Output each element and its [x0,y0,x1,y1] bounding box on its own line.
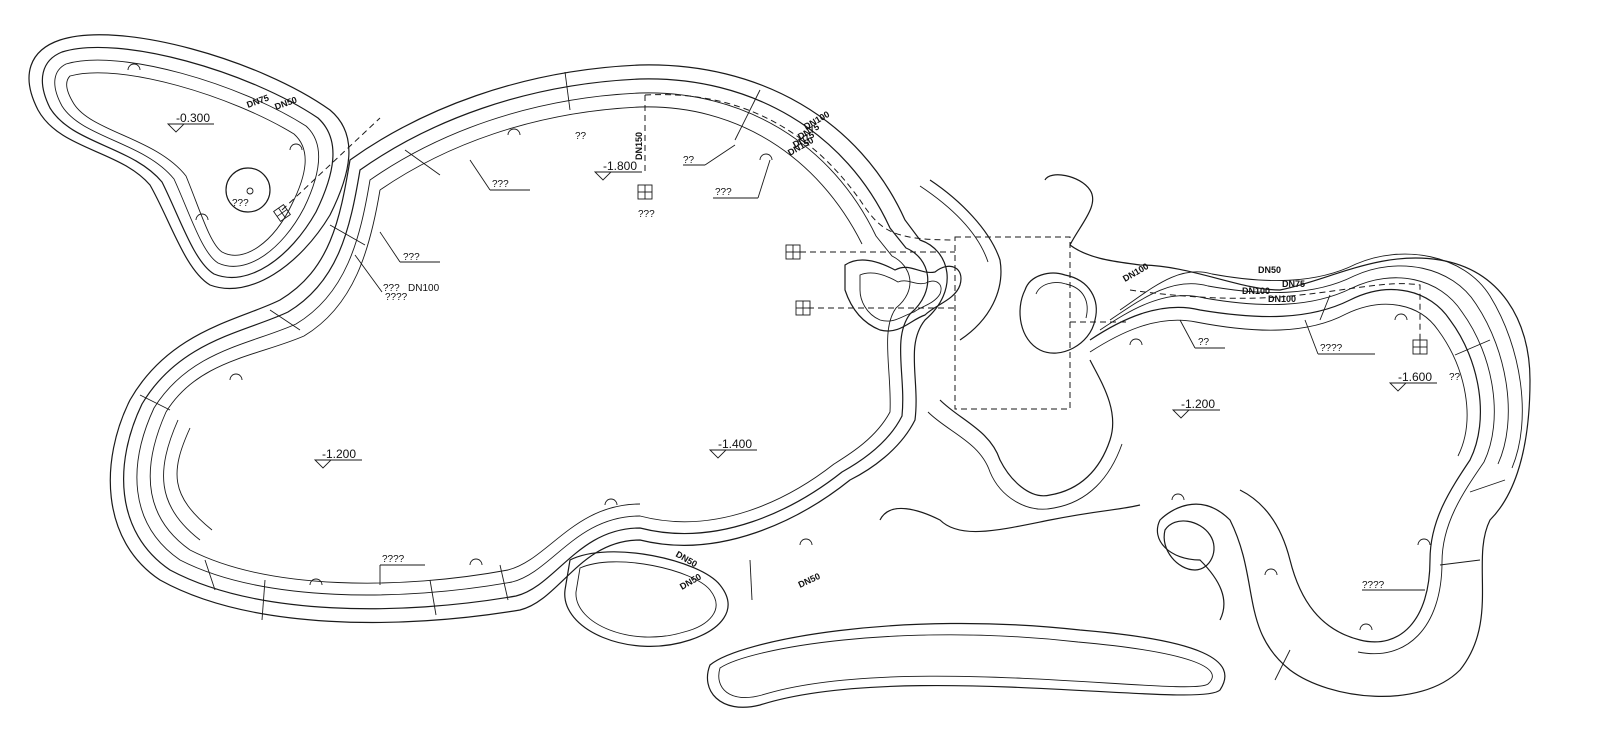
elevation-mark-main-left: -1.200 [313,447,362,469]
grate-icon-upper [637,184,653,200]
upper-left-pool-outline [28,34,350,290]
right-inlet [1019,272,1097,354]
elevation-text: -1.400 [718,437,752,451]
label-pipe-2: ???? [385,292,408,303]
section-ticks [139,71,1506,681]
elevation-mark-main-upper: -1.800 [593,159,642,181]
pipe-label: DN50 [797,571,822,590]
pipe-label: DN50 [674,549,699,569]
pipe-label: DN100 [1268,294,1296,304]
elevation-text: -0.300 [176,111,210,125]
elevation-mark-right-center: -1.200 [1171,397,1220,419]
pipe-label: DN50 [678,572,703,592]
label-right-channel-2: ???? [1320,343,1343,354]
elevation-text: -1.200 [1181,397,1215,411]
main-pool-outline [109,64,948,624]
label-grate: ??? [638,209,655,220]
rock-island-right [1163,520,1215,571]
label-outlet: ???? [382,554,405,565]
drain-grate-icon [273,204,291,222]
pipe-runs [644,94,1421,340]
center-stream [919,179,1123,510]
pipe-label: DN50 [273,95,298,112]
left-curve-lines [163,419,213,541]
label-channel-3: ?? [683,155,695,166]
pipe-label: DN100 [1242,286,1270,296]
pipe-dashed-line [281,117,381,211]
lower-channel [564,551,729,647]
right-pool-outline [1044,174,1531,697]
elevation-mark-right-deep: -1.600 [1388,370,1437,392]
label-pipe-size: DN100 [408,283,440,294]
label-pipe: ??? [383,283,400,294]
elevation-text: -1.200 [322,447,356,461]
label-channel: ??? [492,179,509,190]
label-fountain: ??? [232,198,249,209]
elevation-mark-main-center: -1.400 [708,437,757,459]
label-channel-4: ??? [715,187,732,198]
pipe-label: DN75 [1282,279,1305,289]
leader-lines [354,144,1425,591]
label-pool-upper: ?? [575,131,587,142]
fountain-circle [225,167,271,213]
grate-icon-mid1 [785,244,801,260]
label-right-channel: ?? [1198,337,1210,348]
bottom-stream [706,504,1226,708]
elevation-text: -1.800 [603,159,637,173]
elevation-text: -1.600 [1398,370,1432,384]
pipe-label: DN150 [634,132,644,160]
grate-icon-right [1412,339,1428,355]
pipe-label: DN75 [245,93,270,110]
grate-icon-mid2 [795,300,811,316]
rock-feature [844,259,962,332]
elevation-mark-left-pool: -0.300 [166,111,214,133]
edge-scallops [127,63,1431,631]
label-right-outlet: ???? [1362,580,1385,591]
label-right-deep: ?? [1449,372,1461,383]
detail-boundary-box [954,236,1071,410]
label-channel-2: ??? [403,252,420,263]
pipe-label: DN50 [1258,265,1281,275]
